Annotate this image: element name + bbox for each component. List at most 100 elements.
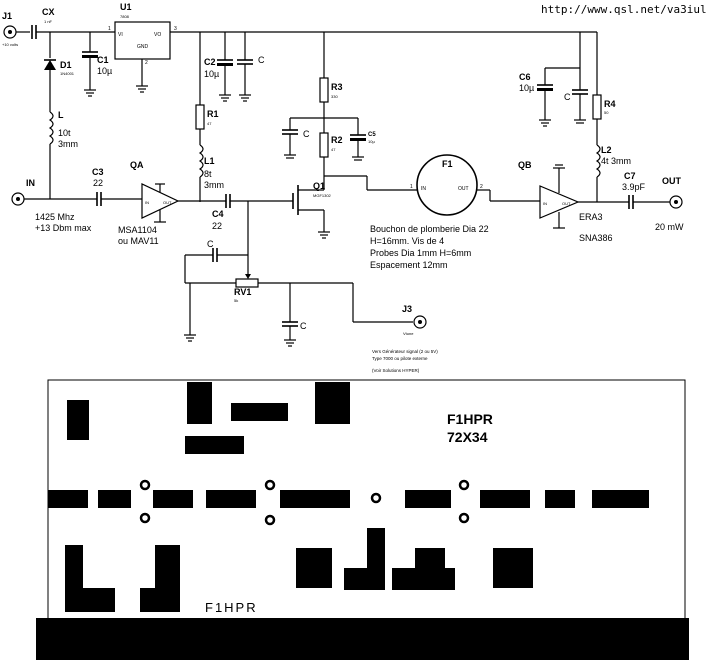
r4-value: 50 (604, 110, 609, 115)
cx-capacitor: CX 1 nF (31, 7, 55, 39)
pcb-track (48, 490, 88, 508)
r4-ref: R4 (604, 99, 616, 109)
c4-ref: C4 (212, 209, 224, 219)
pcb-title: F1HPR (447, 411, 493, 427)
source-url: http://www.qsl.net/va3iul (541, 3, 707, 16)
l2-inductor: L2 4t 3mm (595, 144, 631, 202)
qa-part-2: ou MAV11 (118, 236, 159, 246)
j1-power-connector: J1 +10 volts (2, 11, 30, 47)
rv1-potentiometer: RV1 5k (185, 255, 353, 303)
c7-value: 3.9pF (622, 182, 646, 192)
d1-part: 1N4001 (60, 71, 75, 76)
c-rv-bot-capacitor: C (282, 283, 307, 347)
c5-value: 10µ (368, 139, 375, 144)
tune-note-2: Type 7000 ou pilote externe (372, 356, 428, 361)
c5-ref: C5 (368, 132, 376, 138)
pcb-pad (140, 545, 180, 612)
tune-note-1: Vers Générateur signal (2 ou 5V) (372, 349, 438, 354)
l-ref: L (58, 110, 64, 120)
pcb-track (98, 490, 131, 508)
c3-ref: C3 (92, 167, 104, 177)
pcb-layout: F1HPR 72X34 F1HPR (36, 379, 689, 660)
cavity-note-2: H=16mm. Vis de 4 (370, 236, 444, 246)
c-mid-ref: C (303, 129, 310, 139)
input-connector: IN 1425 Mhz +13 Dbm max (11, 178, 92, 233)
c3-capacitor: C3 22 (92, 167, 104, 206)
qa-ref: QA (130, 160, 144, 170)
pcb-vias (139, 479, 470, 526)
r2-ref: R2 (331, 135, 343, 145)
pcb-pad (187, 382, 212, 424)
cx-ref: CX (42, 7, 55, 17)
c-right-ref: C (564, 92, 571, 102)
j1-note: +10 volts (2, 42, 18, 47)
j1-ref: J1 (2, 11, 12, 21)
u1-pin2: 2 (145, 60, 148, 66)
u1-pin3: 3 (174, 26, 177, 32)
c-rv-top-capacitor: C (185, 239, 248, 262)
c-top-capacitor: C (237, 32, 265, 102)
c-top-ref: C (258, 55, 265, 65)
r2-resistor: R2 47 (319, 132, 343, 158)
c-right-capacitor: C (564, 68, 588, 124)
pcb-pad (315, 382, 350, 424)
c2-capacitor: C2 10µ (204, 32, 233, 102)
l2-value: 4t 3mm (601, 156, 631, 166)
c4-value: 22 (212, 221, 222, 231)
rv1-value: 5k (234, 298, 238, 303)
r4-resistor: R4 50 (592, 94, 616, 120)
pcb-track (480, 490, 530, 508)
qa-amplifier: QA IN OUT MSA1104 ou MAV11 (118, 160, 180, 246)
cavity-note-3: Probes Dia 1mm H=6mm (370, 248, 471, 258)
l-value-2: 3mm (58, 139, 78, 149)
qb-amplifier: QB IN OUT ERA3 SNA386 (518, 160, 613, 243)
l-inductor: L 10t 3mm (48, 110, 78, 199)
pcb-track (153, 490, 193, 508)
c2-ref: C2 (204, 57, 216, 67)
pcb-pad (344, 528, 385, 590)
c3-value: 22 (93, 178, 103, 188)
qb-part-1: ERA3 (579, 212, 603, 222)
c7-ref: C7 (624, 171, 636, 181)
f1-pin-out: OUT (458, 186, 469, 192)
circuit-schematic-and-pcb: J1 +10 volts CX 1 nF D1 1N4001 L (2, 2, 689, 660)
pcb-track (280, 490, 350, 508)
u1-regulator: U1 7808 VI VO GND 1 3 2 (108, 2, 177, 93)
u1-pin-vo: VO (154, 32, 161, 38)
q1-fet: Q1 MGF1302 (292, 181, 332, 239)
l2-ref: L2 (601, 145, 612, 155)
r3-ref: R3 (331, 82, 343, 92)
schematic: J1 +10 volts CX 1 nF D1 1N4001 L (2, 2, 684, 373)
q1-part: MGF1302 (313, 193, 332, 198)
input-spec-2: +13 Dbm max (35, 223, 92, 233)
c6-capacitor: C6 10µ (519, 67, 580, 127)
j3-ref: J3 (402, 304, 412, 314)
u1-pin1: 1 (108, 26, 111, 32)
output-connector: OUT 20 mW (655, 176, 684, 232)
l1-inductor: L1 8t 3mm (198, 144, 224, 202)
pcb-pad (67, 400, 89, 440)
c5-capacitor: C5 10µ (350, 118, 376, 161)
f1-cavity-filter: F1 IN OUT 1 2 (410, 154, 483, 216)
qb-pin-in: IN (543, 201, 547, 206)
output-spec: 20 mW (655, 222, 684, 232)
l1-value-2: 3mm (204, 180, 224, 190)
r1-resistor: R1 47 (195, 32, 219, 145)
qb-ref: QB (518, 160, 532, 170)
cavity-note-1: Bouchon de plomberie Dia 22 (370, 224, 489, 234)
r2-value: 47 (331, 147, 336, 152)
input-label: IN (26, 178, 35, 188)
qb-pin-out: OUT (562, 201, 571, 206)
c6-ref: C6 (519, 72, 531, 82)
u1-pin-gnd: GND (137, 44, 149, 50)
l1-ref: L1 (204, 156, 215, 166)
f1-pin-in: IN (421, 186, 426, 192)
c6-value: 10µ (519, 83, 534, 93)
qa-pin-in: IN (145, 200, 149, 205)
c-rv-top-ref: C (207, 239, 214, 249)
pcb-footer: F1HPR (205, 600, 258, 615)
l1-value-1: 8t (204, 169, 212, 179)
u1-part: 7808 (120, 14, 130, 19)
rv1-ref: RV1 (234, 287, 251, 297)
d1-diode: D1 1N4001 (44, 32, 75, 112)
